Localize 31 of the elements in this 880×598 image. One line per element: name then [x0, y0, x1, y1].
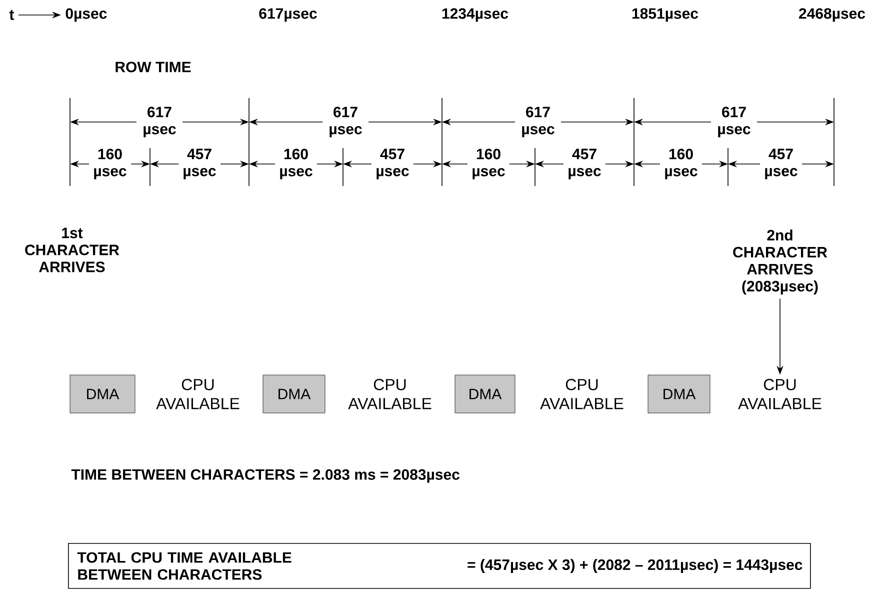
event-label: 2nd CHARACTER ARRIVES (2083µsec)	[733, 230, 828, 294]
dimension-label: 617 µsec	[322, 106, 368, 138]
cpu-label: CPU AVAILABLE	[540, 378, 624, 410]
dma-box: DMA	[262, 374, 326, 414]
time-label: 0µsec	[66, 8, 107, 22]
dimension-label: 160 µsec	[660, 148, 702, 180]
axis-label: t	[9, 10, 14, 20]
dimension-label: 617 µsec	[711, 106, 757, 138]
event-label: 1st CHARACTER ARRIVES	[25, 228, 120, 272]
dma-box: DMA	[454, 374, 516, 414]
cpu-label: CPU AVAILABLE	[348, 378, 432, 410]
time-label: 1234µsec	[442, 8, 508, 22]
dma-box: DMA	[648, 374, 710, 414]
dimension-label: 457 µsec	[564, 148, 606, 180]
dimension-label: 617 µsec	[136, 106, 182, 138]
cpu-label: CPU AVAILABLE	[156, 378, 240, 410]
dimension-label: 617 µsec	[515, 106, 561, 138]
dimension-label: 457 µsec	[760, 148, 802, 180]
dimension-label: 160 µsec	[89, 148, 131, 180]
time-label: 1851µsec	[632, 8, 698, 22]
dimension-label: 160 µsec	[275, 148, 317, 180]
cpu-label: CPU AVAILABLE	[738, 378, 822, 410]
dimension-label: 457 µsec	[178, 148, 220, 180]
equation-text: TIME BETWEEN CHARACTERS = 2.083 ms = 2083µsec	[71, 469, 460, 483]
dma-box: DMA	[70, 374, 136, 414]
heading: ROW TIME	[116, 62, 191, 72]
dimension-label: 160 µsec	[468, 148, 510, 180]
time-label: 2468µsec	[799, 8, 866, 22]
formula-box: TOTAL CPU TIME AVAILABLE BETWEEN CHARACTERS = (457µsec X 3) + (2082 – 2011µsec) = 1443µsec	[68, 543, 811, 589]
dimension-label: 457 µsec	[372, 148, 414, 180]
time-label: 617µsec	[259, 8, 317, 22]
